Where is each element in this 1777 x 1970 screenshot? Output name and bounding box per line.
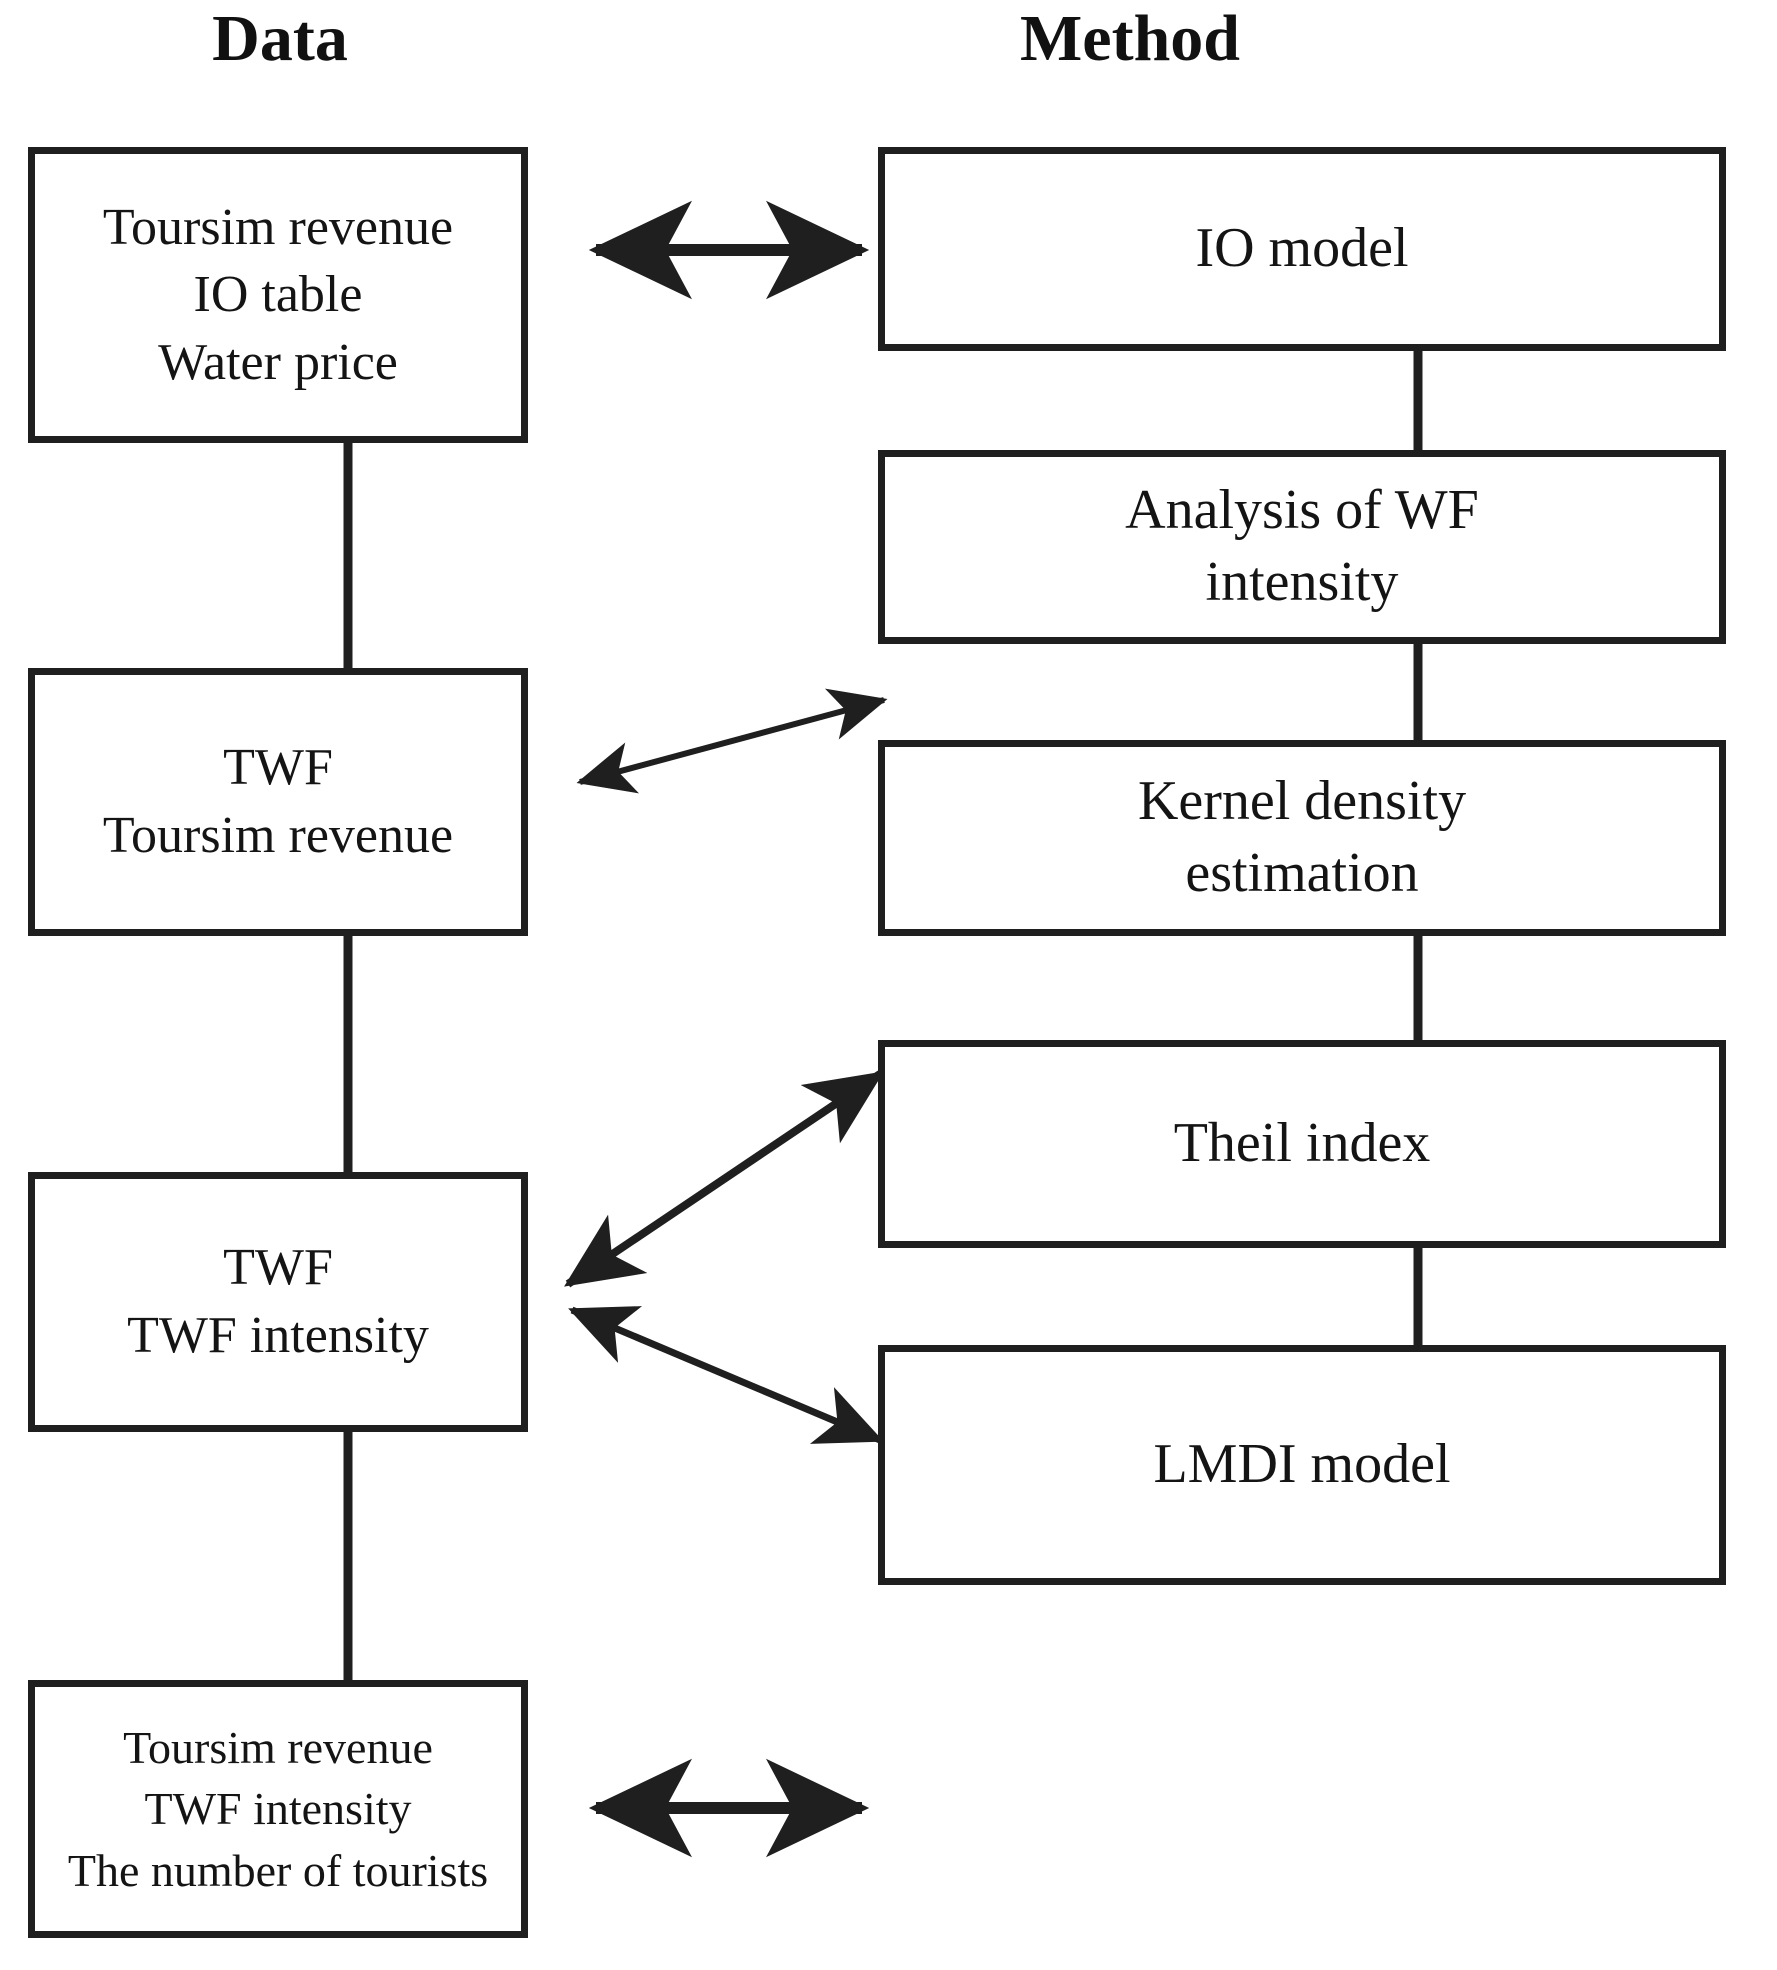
arrow-data3-kernel-density bbox=[564, 1070, 884, 1288]
data-box-4-line-2: TWF intensity bbox=[144, 1783, 412, 1835]
data-box-4-line-3: The number of tourists bbox=[67, 1844, 489, 1896]
data-box-4-line-1: Toursim revenue bbox=[123, 1722, 433, 1774]
method-box-3-line-1: Kernel density bbox=[1137, 770, 1467, 833]
method-box-2-line-2: intensity bbox=[1205, 551, 1399, 613]
data-box-3-line-1: TWF bbox=[223, 1239, 333, 1297]
column-header-data: Data bbox=[212, 2, 348, 75]
method-box-io-model[interactable]: IO model bbox=[878, 147, 1726, 351]
data-box-twf-tourism-revenue[interactable]: TWF Toursim revenue bbox=[28, 668, 528, 936]
method-box-4-line-1: Theil index bbox=[1173, 1112, 1431, 1175]
data-box-2-line-1: TWF bbox=[223, 739, 333, 797]
data-box-1-line-3: Water price bbox=[158, 333, 398, 391]
method-box-5-line-1: LMDI model bbox=[1153, 1433, 1451, 1496]
arrow-data3-theil-index bbox=[568, 1306, 884, 1444]
data-box-tourism-io-water[interactable]: Toursim revenue IO table Water price bbox=[28, 147, 528, 443]
arrow-data2-analysis-wf bbox=[576, 688, 888, 794]
method-box-lmdi-model[interactable]: LMDI model bbox=[878, 1345, 1726, 1585]
data-box-twf-twf-intensity[interactable]: TWF TWF intensity bbox=[28, 1172, 528, 1432]
method-box-2-line-1: Analysis of WF bbox=[1125, 479, 1479, 542]
data-box-1-line-1: Toursim revenue bbox=[102, 198, 454, 256]
data-box-tourism-twf-tourists[interactable]: Toursim revenue TWF intensity The number… bbox=[28, 1680, 528, 1938]
data-box-3-line-2: TWF intensity bbox=[127, 1307, 429, 1364]
method-box-analysis-wf-intensity[interactable]: Analysis of WF intensity bbox=[878, 450, 1726, 644]
method-box-theil-index[interactable]: Theil index bbox=[878, 1040, 1726, 1248]
data-box-2-line-2: Toursim revenue bbox=[102, 807, 454, 864]
method-box-1-line-1: IO model bbox=[1195, 217, 1409, 280]
column-header-method: Method bbox=[1020, 2, 1240, 75]
method-box-3-line-2: estimation bbox=[1185, 842, 1419, 904]
data-box-1-line-2: IO table bbox=[193, 266, 363, 324]
method-box-kernel-density-estimation[interactable]: Kernel density estimation bbox=[878, 740, 1726, 936]
